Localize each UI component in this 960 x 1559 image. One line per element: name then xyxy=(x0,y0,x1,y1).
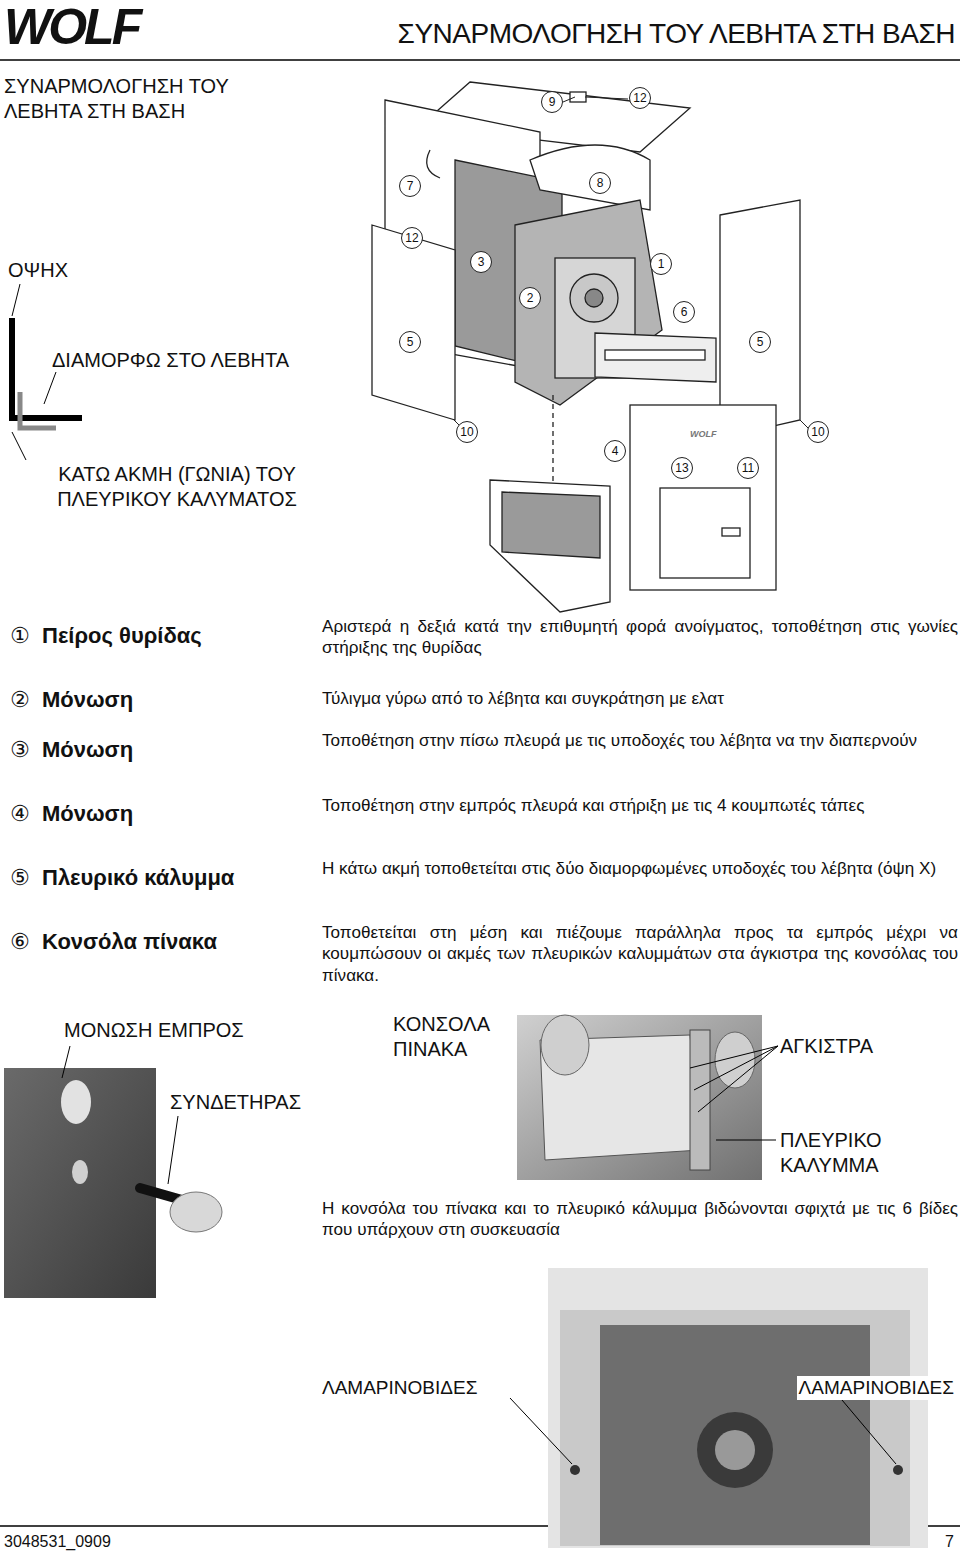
callout-number: 12 xyxy=(629,87,651,109)
text-label: Η κάτω ακμή τοποθετείται στις δύο διαμορ… xyxy=(322,858,958,879)
text-label: 7 xyxy=(945,1532,954,1552)
text-label: Τοποθετείται στη μέση και πιέζουμε παράλ… xyxy=(322,922,958,986)
text-label: Τοποθέτηση στην εμπρός πλευρά και στήριξ… xyxy=(322,795,958,816)
text-label: Πείρος θυρίδας xyxy=(42,622,312,650)
text-label: Μόνωση xyxy=(42,736,312,764)
item-number: ③ xyxy=(10,736,30,764)
profile-sketch xyxy=(12,284,82,460)
callout-number: 5 xyxy=(399,331,421,353)
text-label: ΣΥΝΔΕΤΗΡΑΣ xyxy=(170,1090,301,1115)
text-label: ΑΓΚΙΣΤΡΑ xyxy=(780,1034,873,1059)
text-label: ΚΑΤΩ ΑΚΜΗ (ΓΩΝΙΑ) ΤΟΥ ΠΛΕΥΡΙΚΟΥ ΚΑΛΥΜΑΤΟ… xyxy=(22,462,332,512)
text-label: Η κονσόλα του πίνακα και το πλευρικό κάλ… xyxy=(322,1198,958,1241)
text-label: WOLF xyxy=(690,429,717,440)
text-label: ΠΛΕΥΡΙΚΟ ΚΑΛΥΜΜΑ xyxy=(780,1128,940,1178)
item-number: ② xyxy=(10,686,30,714)
photo-boiler-front xyxy=(510,1268,928,1548)
callout-number: 4 xyxy=(604,440,626,462)
text-label: ΚΟΝΣΟΛΑ ΠΙΝΑΚΑ xyxy=(393,1012,513,1062)
callout-number: 9 xyxy=(541,91,563,113)
callout-number: 7 xyxy=(399,175,421,197)
text-label: ΛΑΜΑΡΙΝΟΒΙΔΕΣ xyxy=(322,1376,477,1400)
text-label: ΔΙΑΜΟΡΦΩ ΣΤΟ ΛΕΒΗΤΑ xyxy=(52,348,289,373)
photo-console xyxy=(517,1015,778,1180)
text-label: ΛΑΜΑΡΙΝΟΒΙΔΕΣ xyxy=(797,1376,956,1400)
callout-number: 11 xyxy=(737,457,759,479)
item-number: ⑤ xyxy=(10,864,30,892)
photo-insulation-clip xyxy=(4,1046,222,1298)
text-label: 3048531_0909 xyxy=(4,1532,111,1552)
callout-number: 13 xyxy=(671,457,693,479)
text-label: Μόνωση xyxy=(42,686,312,714)
callout-number: 3 xyxy=(470,251,492,273)
exploded-view xyxy=(372,82,810,612)
callout-number: 5 xyxy=(749,331,771,353)
text-label: Τύλιγμα γύρω από το λέβητα και συγκράτησ… xyxy=(322,688,958,709)
text-label: ΣΥΝΑΡΜΟΛΟΓΗΣΗ ΤΟΥ ΛΕΒΗΤΑ ΣΤΗ ΒΑΣΗ xyxy=(4,74,284,124)
item-number: ④ xyxy=(10,800,30,828)
callout-number: 12 xyxy=(401,227,423,249)
item-number: ⑥ xyxy=(10,928,30,956)
callout-number: 8 xyxy=(589,172,611,194)
text-label: Μόνωση xyxy=(42,800,312,828)
page-title: ΣΥΝΑΡΜΟΛΟΓΗΣΗ ΤΟΥ ΛΕΒΗΤΑ ΣΤΗ ΒΑΣΗ xyxy=(398,16,955,51)
text-label: Αριστερά η δεξιά κατά την επιθυμητή φορά… xyxy=(322,616,958,659)
item-number: ① xyxy=(10,622,30,650)
callout-number: 1 xyxy=(650,253,672,275)
brand-logo: WOLF xyxy=(4,2,139,52)
text-label: Πλευρικό κάλυμμα xyxy=(42,864,312,892)
text-label: Τοποθέτηση στην πίσω πλευρά με τις υποδο… xyxy=(322,730,958,751)
text-label: Κονσόλα πίνακα xyxy=(42,928,312,956)
text-label: ΜΟΝΩΣΗ ΕΜΠΡΟΣ xyxy=(64,1018,244,1043)
callout-number: 6 xyxy=(673,301,695,323)
callout-number: 2 xyxy=(519,287,541,309)
callout-number: 10 xyxy=(456,421,478,443)
header-rule xyxy=(0,59,960,61)
text-label: ΟΨΗΧ xyxy=(8,258,68,283)
callout-number: 10 xyxy=(807,421,829,443)
